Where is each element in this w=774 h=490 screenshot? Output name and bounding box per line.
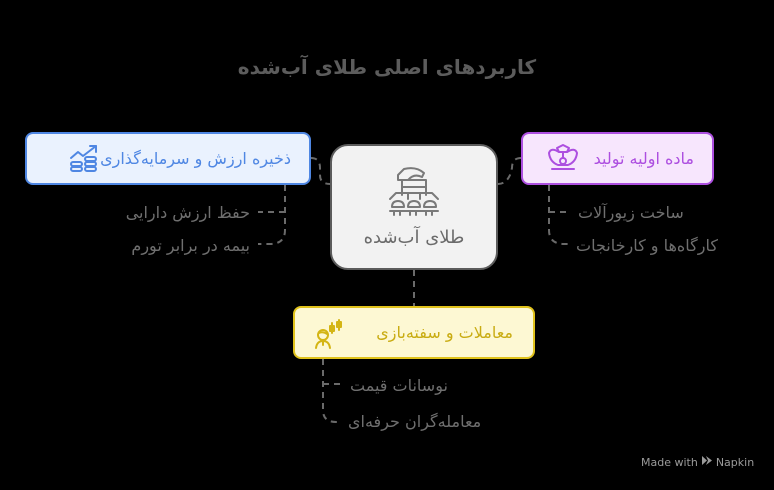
sub-item: حفظ ارزش دارایی xyxy=(125,203,250,222)
node-store-value-investment[interactable]: ذخیره ارزش و سرمایه‌گذاری xyxy=(25,132,311,185)
node-center-molten-gold[interactable]: طلای آب‌شده xyxy=(330,144,498,270)
sub-item: کارگاه‌ها و کارخانجات xyxy=(576,236,719,255)
node-raw-material[interactable]: ماده اولیه تولید xyxy=(521,132,714,185)
node-label: ذخیره ارزش و سرمایه‌گذاری xyxy=(100,149,291,168)
node-label: ماده اولیه تولید xyxy=(593,149,694,168)
center-label: طلای آب‌شده xyxy=(363,226,465,248)
napkin-credit[interactable]: Made with Napkin xyxy=(641,455,754,469)
trader-candlestick-icon xyxy=(313,318,345,350)
made-with-text: Made with xyxy=(641,455,698,469)
investment-growth-icon xyxy=(68,143,100,175)
sub-item: ساخت زیورآلات xyxy=(578,203,684,222)
jewelry-necklace-icon xyxy=(546,143,580,175)
gold-smelting-icon xyxy=(386,166,442,221)
sub-item: بیمه در برابر تورم xyxy=(131,236,250,255)
sub-item: معامله‌گران حرفه‌ای xyxy=(348,412,482,431)
napkin-brand: Napkin xyxy=(715,455,755,469)
node-trading-speculation[interactable]: معاملات و سفته‌بازی xyxy=(293,306,535,359)
node-label: معاملات و سفته‌بازی xyxy=(376,323,513,342)
napkin-logo-icon xyxy=(701,455,713,469)
sub-item: نوسانات قیمت xyxy=(350,376,448,395)
diagram-title: کاربردهای اصلی طلای آب‌شده xyxy=(237,55,537,79)
